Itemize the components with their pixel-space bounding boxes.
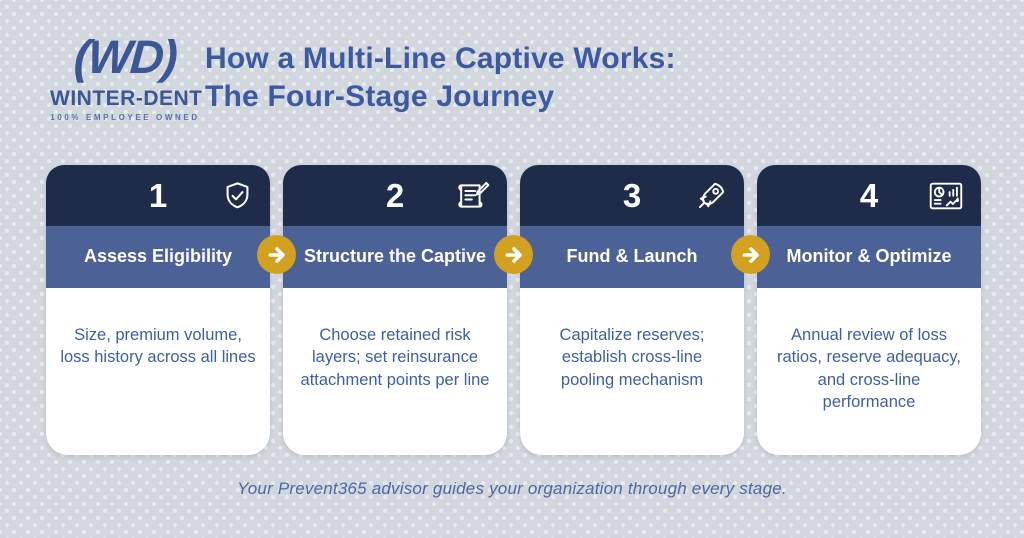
- stage-title: Assess Eligibility: [83, 246, 233, 267]
- blueprint-pencil-icon: [454, 179, 491, 213]
- winter-dent-logo-name: WINTER-DENT: [50, 87, 203, 110]
- page-title-line-2: The Four-Stage Journey: [205, 80, 555, 113]
- stage-title: Monitor & Optimize: [786, 246, 952, 267]
- winter-dent-logo: (WD) WINTER-DENT 100% EMPLOYEE OWNED: [50, 26, 203, 122]
- stage-body: Size, premium volume, loss history acros…: [46, 288, 270, 369]
- arrow-right-icon: [742, 246, 759, 263]
- stage-body: Choose retained risk layers; set reinsur…: [283, 288, 507, 391]
- arrow-right-icon: [268, 246, 285, 263]
- shield-check-icon: [221, 179, 254, 212]
- winter-dent-logo-mark: (WD): [72, 30, 178, 83]
- stage-card-header: 4: [757, 165, 981, 226]
- stage-number: 4: [859, 176, 879, 214]
- stage-description: Size, premium volume, loss history acros…: [60, 326, 256, 367]
- stage-description: Annual review of loss ratios, reserve ad…: [776, 326, 962, 411]
- stage-description: Choose retained risk layers; set reinsur…: [300, 326, 490, 389]
- stage-title: Structure the Captive: [303, 246, 487, 267]
- advisor-note: Your Prevent365 advisor guides your orga…: [237, 479, 787, 498]
- stage-title-band: Assess Eligibility: [46, 226, 270, 288]
- rocket-icon: [694, 179, 728, 213]
- next-stage-arrow: [494, 235, 533, 274]
- stage-number: 2: [385, 176, 405, 214]
- stage-card-header: 2: [283, 165, 507, 226]
- stage-number: 3: [622, 176, 642, 214]
- stage-card-structure-captive: 2 Structure the Captive Choose retained …: [283, 165, 533, 455]
- stage-title-band: Monitor & Optimize: [757, 226, 981, 288]
- stage-card-header: 3: [520, 165, 744, 226]
- stage-cards-row: 1 Assess Eligibility Size, premium volum…: [46, 165, 981, 455]
- stage-title-band: Fund & Launch: [520, 226, 744, 288]
- arrow-right-icon: [505, 246, 522, 263]
- analytics-dashboard-icon: [927, 180, 965, 212]
- stage-card-fund-launch: 3 Fund & Launch Capitalize reserves; est…: [520, 165, 770, 455]
- stage-body: Annual review of loss ratios, reserve ad…: [757, 288, 981, 413]
- stage-card-header: 1: [46, 165, 270, 226]
- stage-title-band: Structure the Captive: [283, 226, 507, 288]
- stage-number: 1: [148, 176, 168, 214]
- next-stage-arrow: [257, 235, 296, 274]
- page-title-line-1: How a Multi-Line Captive Works:: [205, 42, 676, 75]
- stage-title: Fund & Launch: [566, 246, 698, 267]
- stage-body: Capitalize reserves; establish cross-lin…: [520, 288, 744, 391]
- page-title: How a Multi-Line Captive Works: The Four…: [205, 40, 676, 116]
- stage-card-monitor-optimize: 4 Monitor & Optimize Annu: [757, 165, 981, 455]
- winter-dent-logo-tagline: 100% EMPLOYEE OWNED: [50, 113, 200, 122]
- stage-card-assess-eligibility: 1 Assess Eligibility Size, premium volum…: [46, 165, 296, 455]
- next-stage-arrow: [731, 235, 770, 274]
- stage-description: Capitalize reserves; establish cross-lin…: [559, 326, 705, 389]
